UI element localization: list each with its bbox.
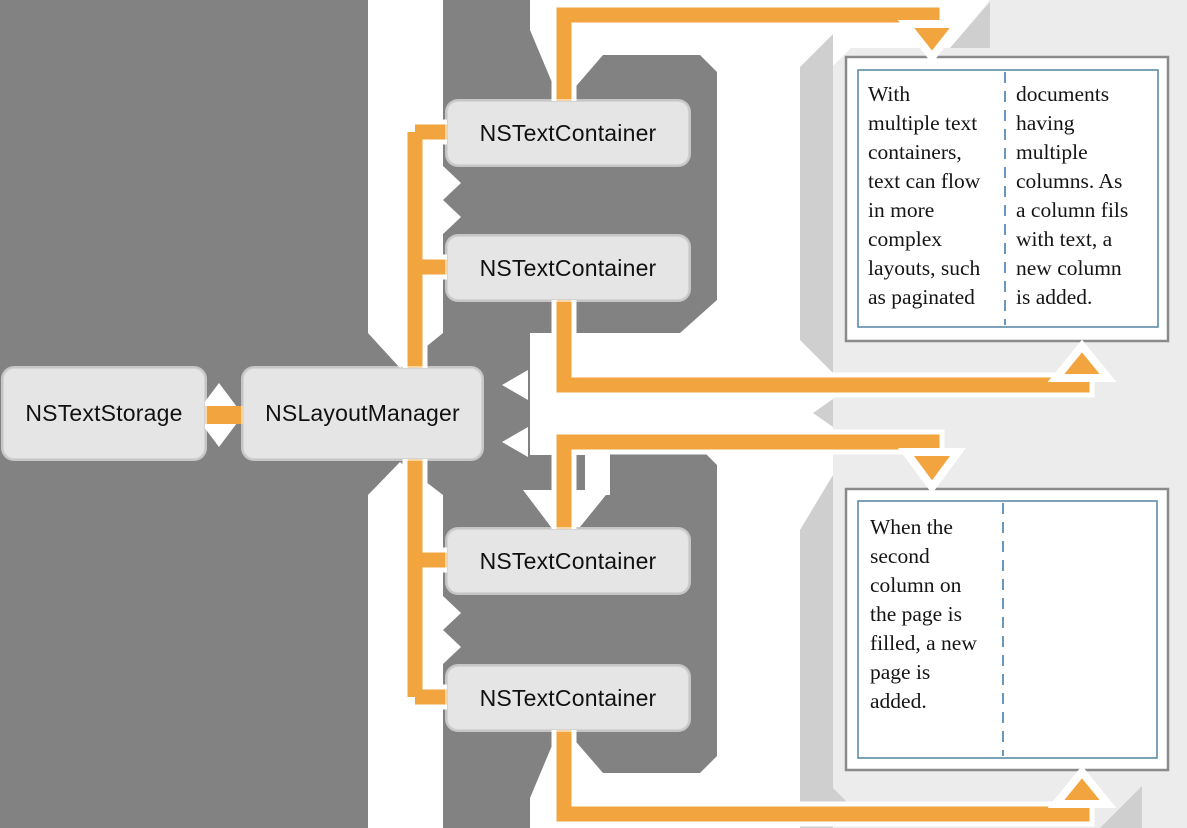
- page1-column2-text: documents having multiple columns. As a …: [1016, 80, 1156, 312]
- card-notch-icon: [813, 399, 833, 427]
- text-line: column on: [870, 573, 962, 597]
- text-line: multiple: [1016, 140, 1088, 164]
- text-container-box-4: NSTextContainer: [447, 666, 689, 730]
- card-top-bevel: [950, 2, 990, 48]
- page-2: [844, 487, 1170, 772]
- text-line: in more: [868, 198, 935, 222]
- line-notch-2: [502, 427, 528, 457]
- text-line: containers,: [868, 140, 962, 164]
- down-arrow-icon: [898, 448, 966, 494]
- page2-column1-text: When the second column on the page is fi…: [870, 513, 1004, 716]
- text-line: documents: [1016, 82, 1110, 106]
- page-1: [844, 55, 1170, 343]
- text-line: text can flow: [868, 169, 981, 193]
- text-container-box-1: NSTextContainer: [447, 101, 689, 165]
- edge-notch-4: [443, 630, 461, 664]
- text-line: as paginated: [868, 285, 975, 309]
- up-arrow-icon: [1047, 339, 1117, 382]
- text-container-box-2: NSTextContainer: [447, 236, 689, 300]
- text-line: filled, a new: [870, 631, 977, 655]
- page1-column1-text: With multiple text containers, text can …: [868, 80, 1002, 312]
- text-line: added.: [870, 689, 927, 713]
- line-notch-1: [502, 370, 528, 400]
- text-line: a column fils: [1016, 198, 1129, 222]
- text-line: page is: [870, 660, 931, 684]
- text-storage-box: NSTextStorage: [3, 368, 205, 459]
- edge-notch-1: [443, 166, 461, 200]
- down-arrow-icon: [897, 20, 967, 64]
- card1-shadow-band: [800, 34, 833, 373]
- card2-shadow-band: [800, 475, 833, 828]
- text-container-box-3: NSTextContainer: [447, 529, 689, 593]
- layout-manager-box: NSLayoutManager: [243, 368, 482, 459]
- text-line: new column: [1016, 256, 1122, 280]
- edge-notch-2: [443, 200, 461, 234]
- card-bottom-bevel: [1100, 786, 1142, 828]
- text-line: having: [1016, 111, 1075, 135]
- text-line: multiple text: [868, 111, 978, 135]
- text-line: columns. As: [1016, 169, 1123, 193]
- text-line: layouts, such: [868, 256, 981, 280]
- text-line: the page is: [870, 602, 962, 626]
- text-line: with text, a: [1016, 227, 1113, 251]
- card-shadow-bands: [800, 2, 1142, 828]
- text-line: is added.: [1016, 285, 1093, 309]
- edge-notch-3: [443, 596, 461, 630]
- text-line: With: [868, 82, 911, 106]
- text-line: second: [870, 544, 930, 568]
- up-arrow-icon: [1047, 765, 1117, 808]
- flow-arrowheads: [897, 20, 1117, 808]
- storage-manager-link-icon: [195, 383, 243, 447]
- text-line: complex: [868, 227, 943, 251]
- text-line: When the: [870, 515, 953, 539]
- layout-manager-container-bus: [407, 124, 450, 705]
